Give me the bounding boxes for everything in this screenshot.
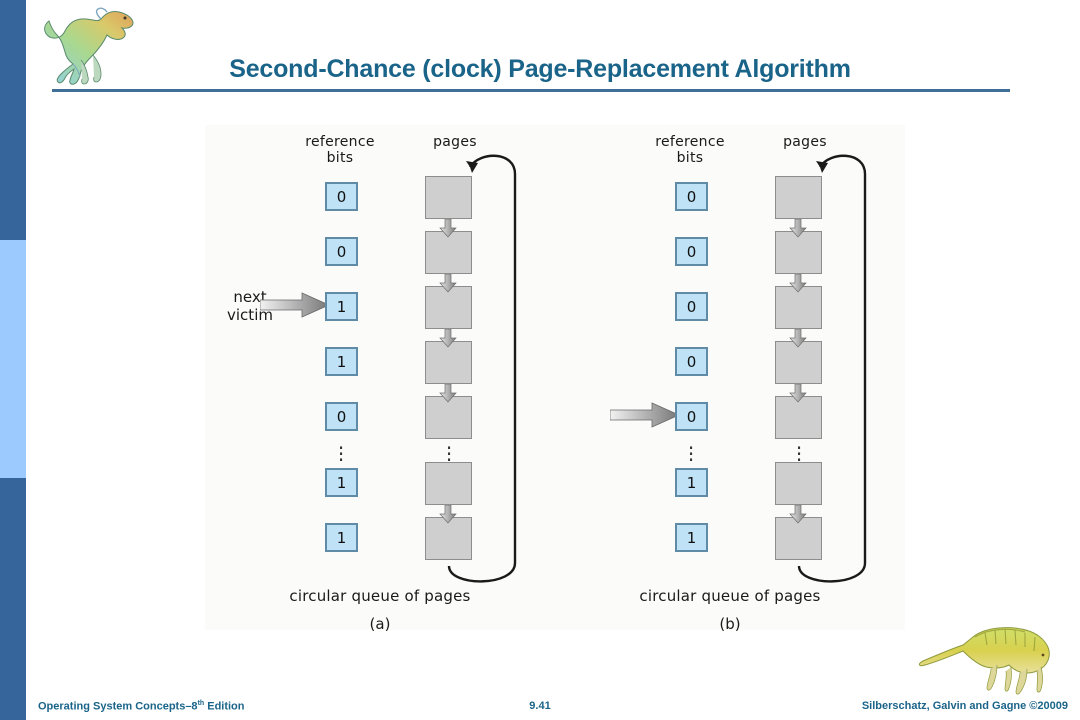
header-reference-line1: reference bbox=[655, 134, 725, 150]
reference-bit-box: 1 bbox=[325, 347, 358, 376]
queue-down-arrow bbox=[789, 384, 807, 403]
sidebar-segment-bottom bbox=[0, 478, 26, 720]
reference-bit-box: 1 bbox=[675, 468, 708, 497]
reference-bit-box: 0 bbox=[675, 292, 708, 321]
footer-page-number: 9.41 bbox=[529, 700, 551, 712]
footer-edition-text: Operating System Concepts–8th Edition bbox=[38, 700, 245, 713]
sidebar-segment-top bbox=[0, 0, 26, 240]
dot-glyph: · bbox=[687, 442, 695, 466]
page-frame-box bbox=[775, 396, 822, 439]
circular-queue-loop bbox=[797, 154, 867, 583]
dot-glyph: · bbox=[337, 448, 345, 472]
next-victim-line1: next bbox=[233, 288, 267, 306]
queue-down-arrow bbox=[789, 505, 807, 524]
header-pages: pages bbox=[783, 134, 827, 150]
footer-edition-sup: th bbox=[197, 700, 205, 707]
header-reference-line2: bits bbox=[326, 150, 354, 166]
footer-edition-main: Operating System Concepts–8 bbox=[38, 700, 198, 713]
queue-down-arrow bbox=[439, 384, 457, 403]
reference-bit-box: 0 bbox=[675, 347, 708, 376]
footer-copyright: Silberschatz, Galvin and Gagne ©20009 bbox=[861, 700, 1068, 712]
queue-down-arrow bbox=[439, 219, 457, 238]
queue-down-arrow bbox=[439, 329, 457, 348]
title-underline-rule bbox=[52, 89, 1010, 92]
reference-bit-box: 0 bbox=[325, 402, 358, 431]
dinosaur-sail-icon bbox=[918, 627, 1050, 695]
page-frame-box bbox=[425, 231, 472, 274]
panel-caption: circular queue of pages bbox=[289, 587, 471, 605]
panel-letter: (b) bbox=[719, 615, 741, 633]
header-reference-line2: bits bbox=[676, 150, 704, 166]
vertical-ellipsis-refbits: · · · bbox=[334, 436, 348, 472]
vertical-ellipsis-pages: · · · bbox=[442, 436, 456, 472]
queue-down-arrow bbox=[439, 505, 457, 524]
header-reference-bits: reference bits bbox=[285, 134, 395, 166]
dot-glyph: · bbox=[687, 448, 695, 472]
footer-edition-tail: Edition bbox=[204, 700, 245, 713]
figure-panel-a: reference bits pages next victim 0 0 1 1… bbox=[205, 125, 555, 633]
figure-panel-b: reference bits pages 0 0 0 0 0 · · · 1 1… bbox=[555, 125, 905, 633]
dot-glyph: · bbox=[687, 436, 695, 460]
sidebar-segment-middle bbox=[0, 240, 26, 478]
next-victim-pointer-arrow bbox=[260, 292, 330, 318]
dot-glyph: · bbox=[795, 448, 803, 472]
queue-down-arrow bbox=[789, 219, 807, 238]
queue-down-arrow bbox=[439, 274, 457, 293]
dot-glyph: · bbox=[795, 436, 803, 460]
vertical-ellipsis-pages: · · · bbox=[792, 436, 806, 472]
page-frame-box bbox=[425, 176, 472, 219]
reference-bit-box: 1 bbox=[325, 523, 358, 552]
dot-glyph: · bbox=[337, 436, 345, 460]
dot-glyph: · bbox=[445, 442, 453, 466]
figure-second-chance-diagram: reference bits pages next victim 0 0 1 1… bbox=[205, 125, 905, 633]
next-victim-pointer-arrow bbox=[610, 402, 680, 428]
header-reference-line1: reference bbox=[305, 134, 375, 150]
circular-queue-loop bbox=[447, 154, 517, 583]
dinosaur-logo-icon bbox=[44, 7, 134, 85]
panel-caption: circular queue of pages bbox=[639, 587, 821, 605]
reference-bit-box: 0 bbox=[325, 182, 358, 211]
reference-bit-box: 0 bbox=[325, 237, 358, 266]
next-victim-label: next victim bbox=[205, 288, 295, 324]
queue-down-arrow bbox=[789, 274, 807, 293]
page-frame-box bbox=[425, 517, 472, 560]
dot-glyph: · bbox=[795, 442, 803, 466]
page-frame-box bbox=[425, 286, 472, 329]
reference-bit-box: 1 bbox=[325, 292, 358, 321]
dot-glyph: · bbox=[337, 442, 345, 466]
decorative-sidebar bbox=[0, 0, 26, 720]
page-frame-box bbox=[425, 341, 472, 384]
reference-bit-box: 1 bbox=[675, 523, 708, 552]
next-victim-line2: victim bbox=[227, 306, 273, 324]
header-reference-bits: reference bits bbox=[635, 134, 745, 166]
page-frame-box bbox=[775, 341, 822, 384]
page-frame-box bbox=[775, 176, 822, 219]
page-frame-box bbox=[425, 462, 472, 505]
reference-bit-box: 1 bbox=[325, 468, 358, 497]
vertical-ellipsis-refbits: · · · bbox=[684, 436, 698, 472]
reference-bit-box: 0 bbox=[675, 402, 708, 431]
page-frame-box bbox=[775, 286, 822, 329]
header-pages: pages bbox=[433, 134, 477, 150]
panel-letter: (a) bbox=[369, 615, 391, 633]
page-frame-box bbox=[775, 231, 822, 274]
dot-glyph: · bbox=[445, 436, 453, 460]
slide-title: Second-Chance (clock) Page-Replacement A… bbox=[229, 55, 851, 83]
queue-down-arrow bbox=[789, 329, 807, 348]
page-frame-box bbox=[775, 462, 822, 505]
reference-bit-box: 0 bbox=[675, 182, 708, 211]
reference-bit-box: 0 bbox=[675, 237, 708, 266]
dot-glyph: · bbox=[445, 448, 453, 472]
